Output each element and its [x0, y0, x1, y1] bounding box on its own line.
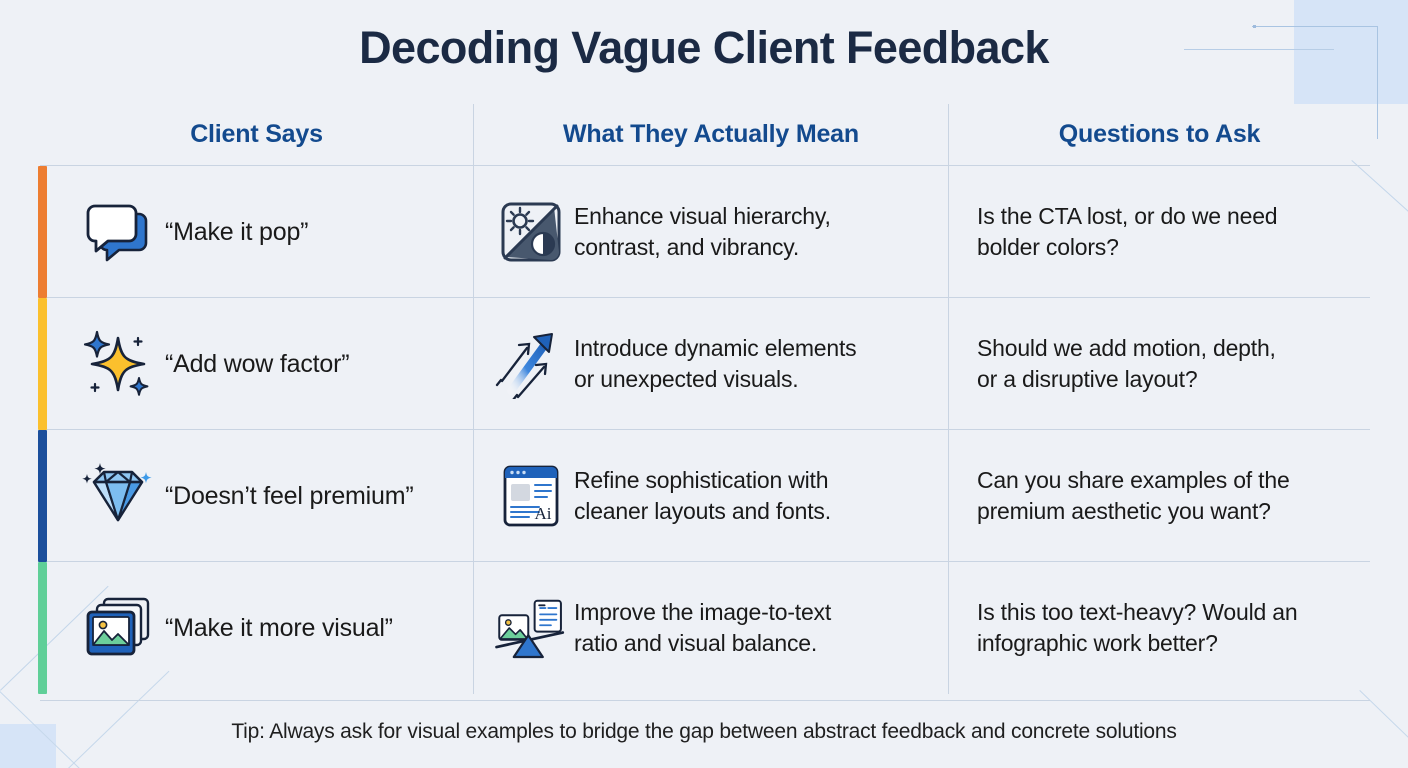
- cell-client-says: “Make it more visual”: [40, 562, 473, 694]
- cell-client-says: “Add wow factor”: [40, 298, 473, 430]
- contrast-brightness-icon: [492, 197, 570, 267]
- table-row: “Doesn’t feel premium”: [38, 430, 1370, 562]
- table-row: “Make it more visual”: [38, 562, 1370, 694]
- balance-scale-icon: [492, 593, 570, 663]
- row-accent-bar: [38, 166, 47, 298]
- mean-line-1: Enhance visual hierarchy,: [574, 203, 831, 229]
- mean-line-2: cleaner layouts and fonts.: [574, 498, 831, 524]
- what-they-mean-text: Improve the image-to-text ratio and visu…: [570, 597, 831, 659]
- cell-questions-to-ask: Should we add motion, depth, or a disrup…: [948, 298, 1370, 430]
- diamond-gem-icon: [77, 455, 159, 537]
- ask-line-1: Should we add motion, depth,: [977, 335, 1276, 361]
- cell-what-they-mean: Improve the image-to-text ratio and visu…: [473, 562, 948, 694]
- ask-line-1: Is the CTA lost, or do we need: [977, 203, 1278, 229]
- client-says-text: “Make it pop”: [165, 217, 309, 246]
- cell-what-they-mean: Introduce dynamic elements or unexpected…: [473, 298, 948, 430]
- mean-line-2: ratio and visual balance.: [574, 630, 818, 656]
- questions-to-ask-text: Can you share examples of the premium ae…: [977, 465, 1290, 527]
- what-they-mean-text: Introduce dynamic elements or unexpected…: [570, 333, 857, 395]
- table-header-row: Client Says What They Actually Mean Ques…: [40, 104, 1370, 166]
- what-they-mean-text: Refine sophistication with cleaner layou…: [570, 465, 831, 527]
- column-header-questions-to-ask: Questions to Ask: [948, 104, 1370, 165]
- table-row: “Make it pop”: [38, 166, 1370, 298]
- client-says-text: “Doesn’t feel premium”: [165, 481, 414, 510]
- row-accent-bar: [38, 430, 47, 562]
- feedback-table: Client Says What They Actually Mean Ques…: [38, 104, 1370, 694]
- cell-questions-to-ask: Is the CTA lost, or do we need bolder co…: [948, 166, 1370, 298]
- questions-to-ask-text: Is the CTA lost, or do we need bolder co…: [977, 201, 1278, 263]
- questions-to-ask-text: Should we add motion, depth, or a disrup…: [977, 333, 1276, 395]
- cell-client-says: “Make it pop”: [40, 166, 473, 298]
- column-header-what-they-mean: What They Actually Mean: [473, 104, 948, 165]
- ask-line-2: infographic work better?: [977, 630, 1218, 656]
- stacked-photos-icon: [77, 587, 159, 669]
- mean-line-1: Refine sophistication with: [574, 467, 829, 493]
- mean-line-1: Introduce dynamic elements: [574, 335, 857, 361]
- ask-line-2: or a disruptive layout?: [977, 366, 1198, 392]
- ask-line-1: Is this too text-heavy? Would an: [977, 599, 1298, 625]
- row-accent-bar: [38, 298, 47, 430]
- client-says-text: “Make it more visual”: [165, 613, 393, 642]
- footer-tip: Tip: Always ask for visual examples to b…: [231, 720, 1177, 743]
- column-header-client-says: Client Says: [190, 120, 323, 148]
- svg-text:Ai: Ai: [535, 504, 552, 523]
- rising-arrows-icon: [492, 329, 570, 399]
- page-title: Decoding Vague Client Feedback: [359, 22, 1049, 73]
- ask-line-2: bolder colors?: [977, 234, 1119, 260]
- cell-what-they-mean: Enhance visual hierarchy, contrast, and …: [473, 166, 948, 298]
- client-says-text: “Add wow factor”: [165, 349, 350, 378]
- ask-line-1: Can you share examples of the: [977, 467, 1290, 493]
- table-row: “Add wow factor”: [38, 298, 1370, 430]
- speech-bubbles-icon: [77, 191, 159, 273]
- cell-questions-to-ask: Is this too text-heavy? Would an infogra…: [948, 562, 1370, 694]
- cell-client-says: “Doesn’t feel premium”: [40, 430, 473, 562]
- mean-line-2: or unexpected visuals.: [574, 366, 799, 392]
- layout-typography-icon: Ai: [492, 461, 570, 531]
- cell-questions-to-ask: Can you share examples of the premium ae…: [948, 430, 1370, 562]
- questions-to-ask-text: Is this too text-heavy? Would an infogra…: [977, 597, 1298, 659]
- mean-line-1: Improve the image-to-text: [574, 599, 832, 625]
- cell-what-they-mean: Ai Refine sophistication with cleaner la…: [473, 430, 948, 562]
- row-accent-bar: [38, 562, 47, 694]
- footer-divider: [40, 700, 1370, 701]
- sparkle-stars-icon: [77, 323, 159, 405]
- ask-line-2: premium aesthetic you want?: [977, 498, 1271, 524]
- mean-line-2: contrast, and vibrancy.: [574, 234, 800, 260]
- what-they-mean-text: Enhance visual hierarchy, contrast, and …: [570, 201, 831, 263]
